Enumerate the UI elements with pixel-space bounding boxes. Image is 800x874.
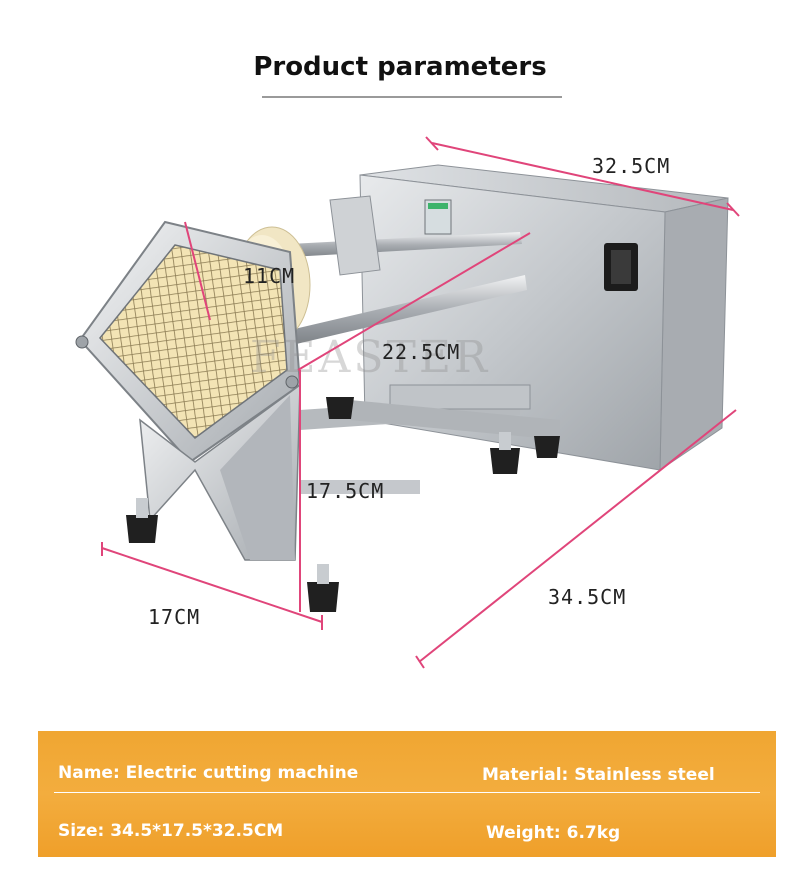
page-title: Product parameters (253, 52, 547, 82)
title-underline (262, 96, 562, 98)
spec-divider (54, 792, 760, 793)
dimension-top-length: 32.5CM (592, 154, 670, 178)
spec-weight: Weight: 6.7kg (486, 823, 621, 843)
stand (139, 383, 301, 561)
watermark: FEASTER (250, 332, 490, 383)
dimension-lines (101, 136, 740, 669)
spec-size: Size: 34.5*17.5*32.5CM (58, 821, 284, 841)
dimension-diagonal: 22.5CM (382, 340, 460, 364)
spec-banner (38, 731, 776, 857)
push-rods (270, 195, 560, 494)
rubber-feet (126, 397, 560, 612)
dimension-depth: 34.5CM (548, 585, 626, 609)
blade-frame (75, 220, 302, 464)
spec-material: Material: Stainless steel (482, 765, 715, 785)
spec-name: Name: Electric cutting machine (58, 763, 359, 783)
dimension-blade-height: 11CM (243, 264, 295, 288)
dimension-height: 17.5CM (306, 479, 384, 503)
product-illustration: FEASTER 32.5CM 11CM 22.5CM 17.5CM 17CM 3… (75, 136, 740, 669)
dimension-base-width: 17CM (148, 605, 200, 629)
